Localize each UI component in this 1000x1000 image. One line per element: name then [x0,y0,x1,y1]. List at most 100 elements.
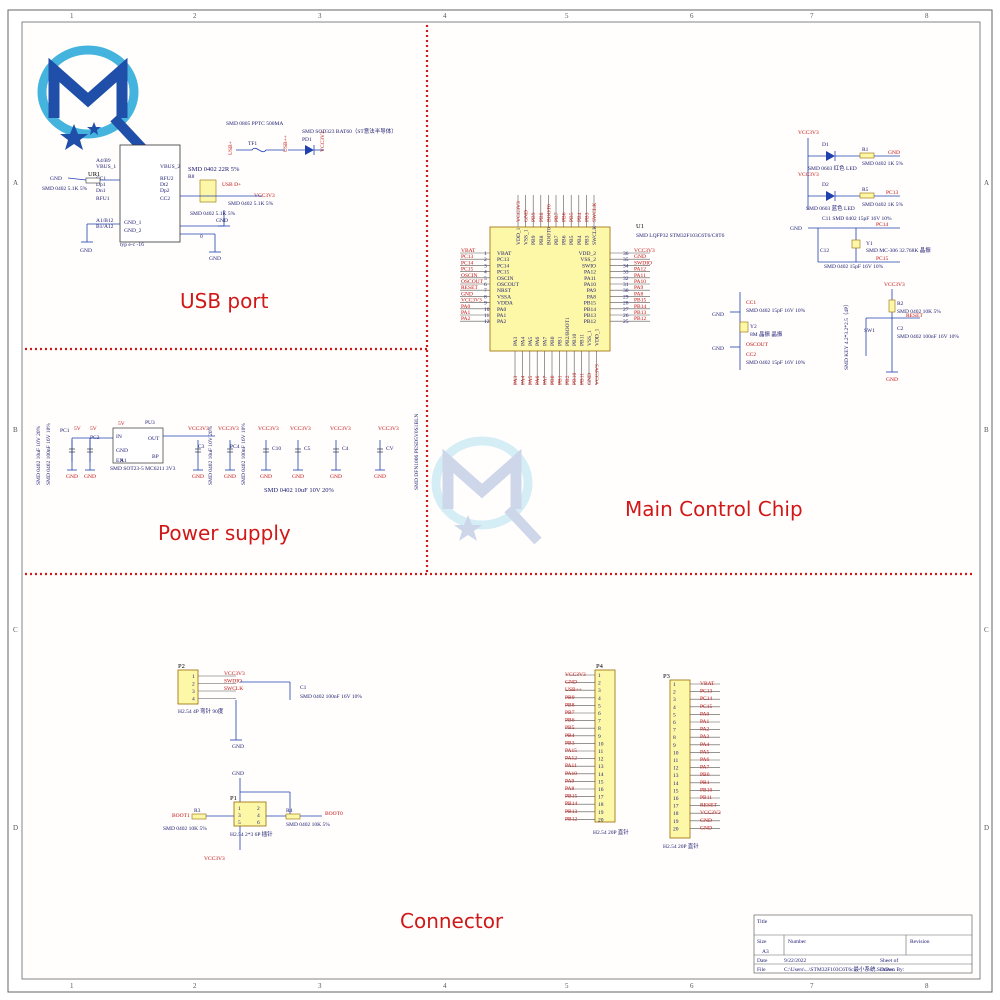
usb-pin-label: A4/B9 [96,158,111,164]
mcu-net-label: PA2 [461,316,471,322]
mcu-net-label: PA4 [520,375,526,385]
svg-text:SMD 0402 15pF 16V 10%: SMD 0402 15pF 16V 10% [824,264,884,270]
mcu-pin-label: PB12 [584,319,596,325]
mcu-stm32: U1 SMD LQFP32 STM32F103C6T6/C8T6 VBAT1VB… [460,195,725,385]
mcu-net-label: GND [634,254,646,260]
header-pin-number: 2 [673,690,676,696]
header-pin-number: 17 [598,795,604,801]
header-pin-number: 16 [598,787,604,793]
mcu-pin-number: 8 [484,294,487,300]
svg-text:SMD 0402 15pF 16V 10%: SMD 0402 15pF 16V 10% [746,360,806,366]
grid-row-label: A [13,179,18,187]
ground-label: GND [260,474,272,480]
svg-text:UR1: UR1 [88,171,100,178]
header-pin-number: 19 [673,819,679,825]
grid-row-label: C [13,626,18,634]
usb-pin-label: RFU1 [96,196,110,202]
mcu-pin-number: 7 [484,288,487,294]
svg-text:C12: C12 [820,248,829,254]
svg-text:R5: R5 [862,187,869,193]
grid-column-label: 2 [193,12,197,20]
svg-text:Revision: Revision [910,939,930,945]
header-pin-number: 2 [598,681,601,687]
header-pin-number: 10 [673,750,679,756]
header-pin-number: 13 [598,764,604,770]
mcu-net-label: PB7 [554,212,560,222]
mcu-pin-label: PC14 [497,263,509,269]
mcu-net-label: PA7 [543,375,549,385]
mcu-net-label: SWDIO [634,260,652,266]
header-net-label: PB6 [565,718,575,724]
grid-column-label: 7 [810,982,814,990]
svg-text:R2: R2 [897,301,904,307]
header-net-label: PA12 [565,756,577,762]
svg-text:SMD 0402 10uF 10V 20%: SMD 0402 10uF 10V 20% [208,425,214,485]
header-net-label: PB1 [700,780,710,786]
svg-text:5V: 5V [118,421,125,427]
svg-text:SW1: SW1 [864,328,875,334]
svg-text:GND: GND [712,346,724,352]
header-pin-number: 19 [598,810,604,816]
header-pin-number: 2 [257,806,260,812]
header-pin-number: 20 [673,826,679,832]
grid-row-label: B [13,426,18,434]
mcu-net-label: GND [524,210,530,222]
svg-text:GND: GND [216,218,228,224]
mcu-net-label: OSCIN [461,273,478,279]
grid-column-label: 8 [925,12,929,20]
mcu-pin-label: OSCOUT [497,282,520,288]
grid-column-label: 6 [690,982,694,990]
svg-text:PC14: PC14 [876,222,888,228]
header-pin-number: 4 [257,813,260,819]
svg-text:VCC3V3: VCC3V3 [290,426,311,432]
mcu-pin-label: VSS_1 [524,229,530,245]
header-net-label: PC13 [700,689,712,695]
watermark-logo [431,436,542,545]
usb-pin-label: RFU2 [160,176,174,182]
svg-text:Number: Number [788,939,806,945]
mcu-net-label: PC13 [461,254,473,260]
svg-text:CC2: CC2 [746,352,756,358]
mcu-pin-number: 35 [623,257,629,263]
header-net-label: PB3 [565,740,575,746]
header-pin-number: 5 [598,703,601,709]
header-pin-number: 3 [238,813,241,819]
mcu-pin-label: PA1 [497,313,507,319]
mcu-pin-label: VDD_1 [594,328,600,346]
header-pin-number: 15 [598,779,604,785]
grid-column-label: 6 [690,12,694,20]
header-pin-number: 17 [673,804,679,810]
ground-label: GND [66,474,78,480]
mcu-net-label: PB11 [580,373,586,385]
ldo-pin-label: OUT [148,436,160,442]
header-net-label: PB12 [565,816,577,822]
ground-label: GND [224,474,236,480]
mcu-pin-label: VDD_2 [579,251,597,257]
header-net-label: SWCLK [224,686,243,692]
header-net-label: PB8 [565,702,575,708]
header-net-label: PB10 [700,787,712,793]
mcu-pin-label: VSS_1 [587,330,593,346]
header-pin-number: 1 [598,673,601,679]
mcu-net-label: PB2 [565,375,571,385]
mcu-net-label: PB15 [634,298,646,304]
mcu-net-label: PB6 [562,212,568,222]
header-pin-number: 9 [598,734,601,740]
svg-text:USB D+: USB D+ [222,182,241,188]
svg-text:Y2: Y2 [750,324,757,330]
svg-text:OSCOUT: OSCOUT [746,342,769,348]
header-net-label: PB4 [565,733,575,739]
mcu-net-label: PA10 [634,279,646,285]
mcu-pin-label: PC13 [497,257,509,263]
mcu-pin-number: 33 [623,270,629,276]
header-net-label: GND [700,825,712,831]
header-pin-number: 6 [257,820,260,826]
mcu-pin-label: PB7 [554,235,560,245]
svg-text:SMD 0402 100nF 16V 10%: SMD 0402 100nF 16V 10% [46,423,52,485]
mcu-pin-label: PA5 [528,336,534,346]
svg-text:C4: C4 [342,446,349,452]
grid-column-label: 4 [443,12,447,20]
mcu-net-label: PA1 [461,310,471,316]
